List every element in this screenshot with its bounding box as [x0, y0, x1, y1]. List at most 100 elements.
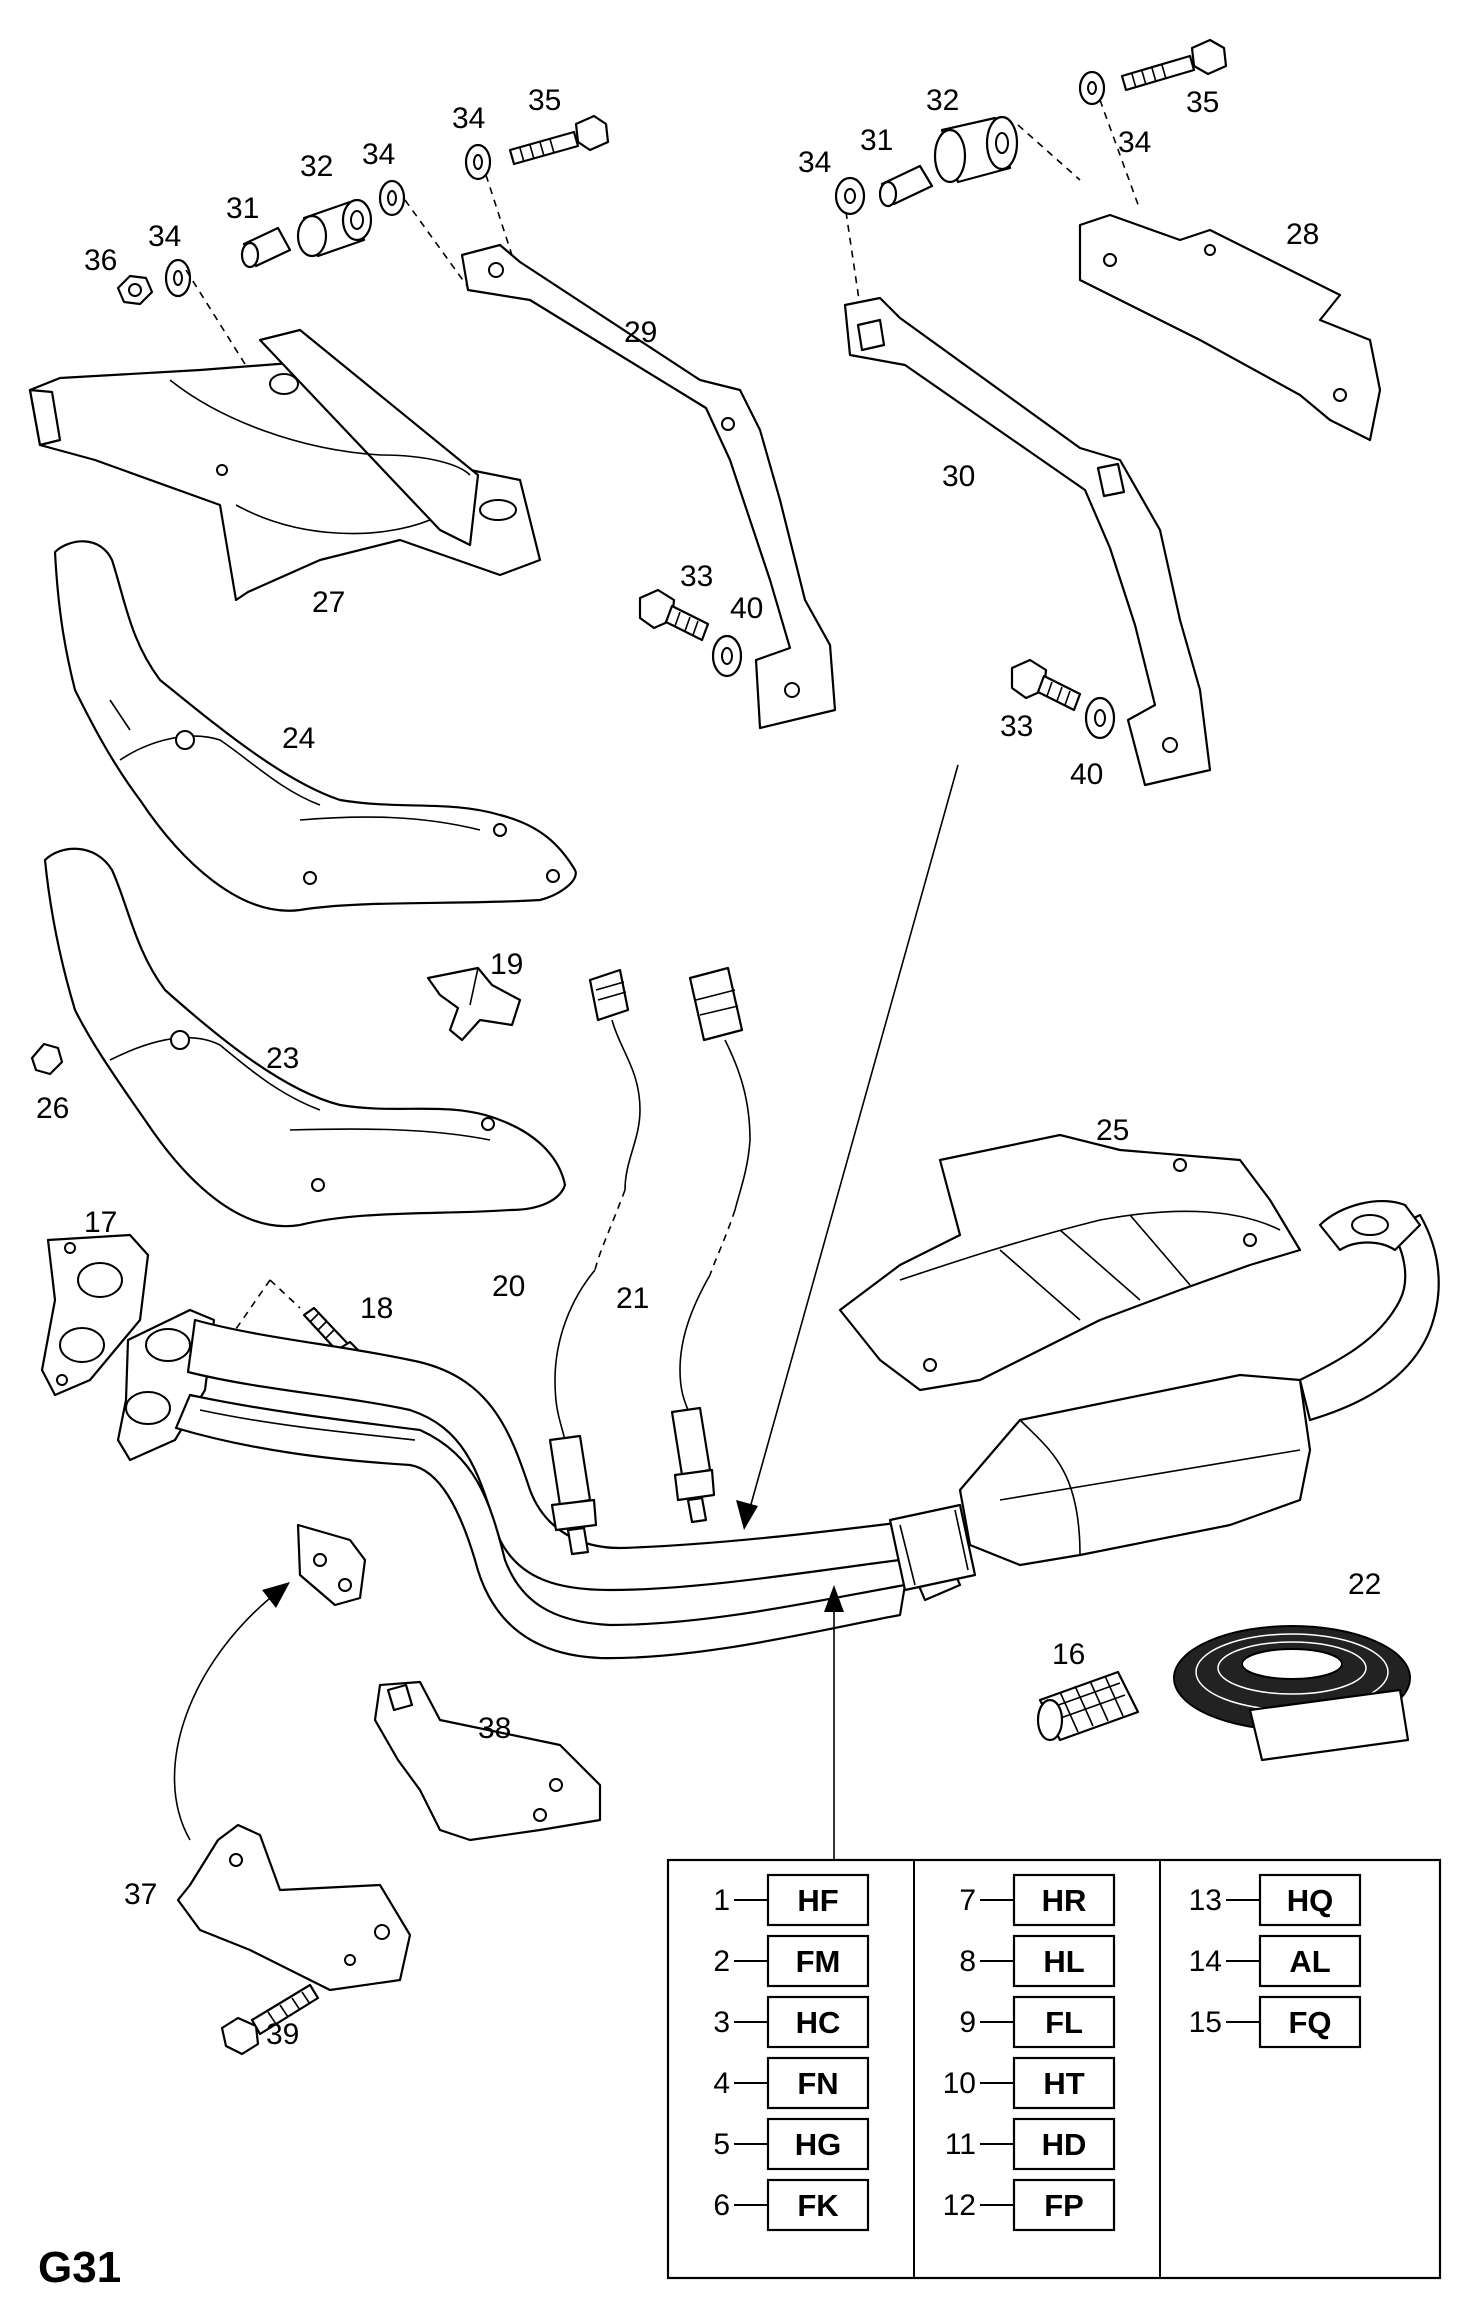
bolt-icon [508, 114, 610, 166]
callout-27: 27 [312, 586, 345, 619]
callout-34: 34 [798, 146, 831, 179]
clamp-icon [426, 966, 522, 1042]
code-table-box [1012, 1995, 1116, 2049]
code-table-box [766, 2117, 870, 2171]
arrow-head [736, 1500, 758, 1530]
code-table-box [766, 2056, 870, 2110]
callout-39: 39 [266, 2018, 299, 2051]
code-table-box [1258, 1995, 1362, 2049]
arrow [173, 1589, 281, 1841]
gasket-icon [40, 1233, 150, 1397]
nut-icon [116, 274, 154, 306]
washer-icon [1078, 70, 1106, 106]
callout-16: 16 [1052, 1638, 1085, 1671]
callout-40: 40 [1070, 758, 1103, 791]
callout-34: 34 [362, 138, 395, 171]
bracket-icon [1078, 213, 1382, 442]
heat-shield-icon [43, 847, 567, 1228]
callout-17: 17 [84, 1206, 117, 1239]
exhaust-pipe-icon [116, 1308, 922, 1660]
code-table-number: 4 [713, 2067, 730, 2100]
callout-28: 28 [1286, 218, 1319, 251]
code-table-number: 14 [1189, 1945, 1222, 1978]
code-table-box [1258, 1873, 1362, 1927]
callout-34: 34 [148, 220, 181, 253]
code-table-box [766, 2178, 870, 2232]
code-table-box [766, 1873, 870, 1927]
callout-35: 35 [528, 84, 561, 117]
page-reference: G31 [38, 2243, 121, 2292]
bracket-icon [373, 1680, 602, 1842]
sleeve-icon [240, 226, 292, 269]
code-table-code: FQ [1288, 2005, 1331, 2040]
callout-33: 33 [680, 560, 713, 593]
callout-18: 18 [360, 1292, 393, 1325]
code-table-number: 6 [713, 2189, 730, 2222]
code-table-code: HL [1043, 1944, 1084, 1979]
nut-icon [30, 1042, 64, 1076]
code-table-box [1258, 1934, 1362, 1988]
code-table-number: 13 [1189, 1884, 1222, 1917]
heat-shield-icon [838, 1133, 1302, 1392]
bolt-icon [638, 588, 710, 642]
callout-19: 19 [490, 948, 523, 981]
code-table-code: HC [796, 2005, 841, 2040]
callout-23: 23 [266, 1042, 299, 1075]
callout-38: 38 [478, 1712, 511, 1745]
callout-31: 31 [226, 192, 259, 225]
bracket-icon [28, 328, 542, 602]
bolt-icon [1120, 38, 1228, 92]
catalytic-converter-icon [958, 1200, 1440, 1567]
code-table-code: FP [1044, 2188, 1084, 2223]
callout-32: 32 [926, 84, 959, 117]
rubber-mount-icon [296, 198, 373, 258]
oxygen-sensor-icon [548, 968, 641, 1556]
connector-sleeve-icon [1036, 1670, 1140, 1742]
code-table-box [1012, 2178, 1116, 2232]
code-table-number: 9 [959, 2006, 976, 2039]
assembly-line [404, 199, 471, 291]
arrow [747, 764, 959, 1516]
callout-26: 26 [36, 1092, 69, 1125]
heat-shield-icon [53, 540, 577, 912]
code-table-code: FK [797, 2188, 839, 2223]
washer-icon [164, 258, 192, 298]
callout-31: 31 [860, 124, 893, 157]
code-table-box [1012, 2117, 1116, 2171]
callout-37: 37 [124, 1878, 157, 1911]
code-table-number: 15 [1189, 2006, 1222, 2039]
code-table-code: FM [796, 1944, 841, 1979]
code-table-number: 12 [943, 2189, 976, 2222]
sealing-tape-icon [1173, 1625, 1411, 1762]
bolt-icon [1010, 658, 1082, 712]
connector-sleeve-icon [888, 1503, 977, 1592]
code-table-box [1012, 1873, 1116, 1927]
bolt-icon [220, 1983, 320, 2056]
arrow-head [262, 1582, 290, 1608]
callout-24: 24 [282, 722, 315, 755]
code-table-number: 1 [713, 1884, 730, 1917]
code-table-box [766, 1934, 870, 1988]
callout-35: 35 [1186, 86, 1219, 119]
bracket-icon [460, 243, 837, 730]
assembly-line [219, 1279, 271, 1353]
code-table-number: 7 [959, 1884, 976, 1917]
code-table-code: AL [1289, 1944, 1330, 1979]
assembly-line [185, 269, 261, 389]
assembly-line [269, 1279, 301, 1309]
callout-33: 33 [1000, 710, 1033, 743]
code-table-code: HD [1042, 2127, 1087, 2162]
code-table-box [1012, 1934, 1116, 1988]
callout-20: 20 [492, 1270, 525, 1303]
callout-32: 32 [300, 150, 333, 183]
oxygen-sensor-icon [670, 966, 751, 1524]
washer-icon [1084, 696, 1116, 740]
callout-22: 22 [1348, 1568, 1381, 1601]
bracket-icon [176, 1823, 412, 1992]
code-table-box [766, 1995, 870, 2049]
rubber-mount-icon [933, 115, 1019, 184]
code-table-number: 8 [959, 1945, 976, 1978]
